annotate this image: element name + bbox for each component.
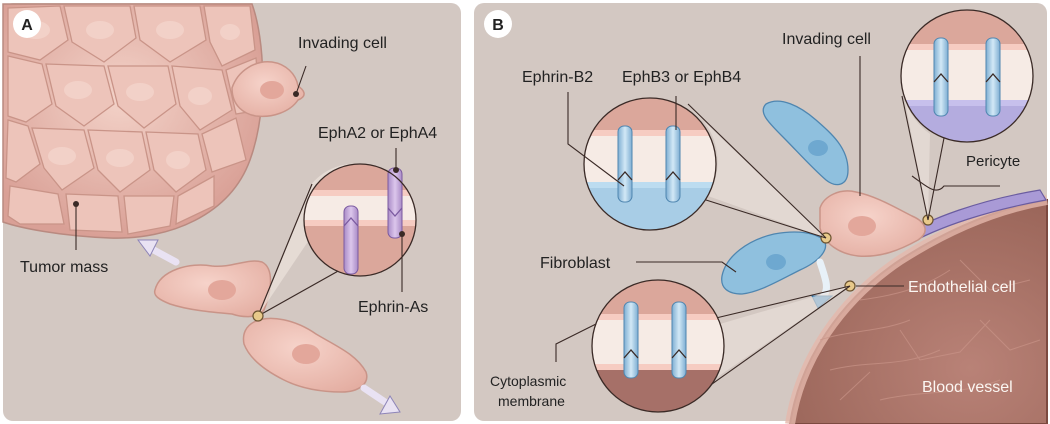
label-ephb: EphB3 or EphB4 bbox=[622, 69, 741, 86]
label-pericyte: Pericyte bbox=[966, 153, 1020, 170]
panel-b-letter: B bbox=[492, 17, 504, 34]
label-blood-vessel: Blood vessel bbox=[922, 379, 1013, 396]
label-cytoplasmic: Cytoplasmic bbox=[490, 373, 566, 389]
leader-pericyte bbox=[911, 175, 1000, 191]
contact-point-a bbox=[252, 310, 264, 322]
label-invading-cell-b: Invading cell bbox=[782, 31, 871, 48]
panel-a-letter-bg bbox=[13, 10, 41, 38]
label-ephrin-as: Ephrin-As bbox=[358, 299, 428, 316]
label-membrane: membrane bbox=[498, 393, 565, 409]
invading-cell-b-nucleus bbox=[848, 216, 876, 236]
zoom-circle-b2 bbox=[591, 279, 725, 413]
label-ephrin-b2: Ephrin-B2 bbox=[522, 69, 593, 86]
leader-invading-cell-a bbox=[295, 65, 307, 95]
invading-cell-nucleus bbox=[260, 81, 284, 99]
leader-fibroblast bbox=[636, 261, 737, 273]
migrating-cell-1-nucleus bbox=[208, 280, 236, 300]
panel-b: B Ephrin-B2 EphB3 or EphB4 Invading cell… bbox=[474, 3, 1048, 424]
label-invading-cell-a: Invading cell bbox=[298, 35, 387, 52]
pericyte bbox=[897, 189, 1047, 247]
panel-b-letter-bg bbox=[484, 10, 512, 38]
panel-a: A Invading cell EphA2 or EphA4 Tumor mas… bbox=[2, 3, 461, 421]
fibroblast-upper bbox=[762, 100, 849, 186]
leader-ephrin-b2 bbox=[567, 92, 625, 187]
blood-vessel bbox=[785, 189, 1048, 424]
leader-cytoplasmic-membrane bbox=[555, 323, 597, 362]
migration-arrow-right bbox=[360, 384, 401, 415]
label-fibroblast: Fibroblast bbox=[540, 255, 611, 272]
migration-arrow-left bbox=[137, 239, 180, 266]
migrating-cell-2-nucleus bbox=[292, 344, 320, 364]
tumor-mass bbox=[2, 3, 264, 239]
panel-a-letter: A bbox=[21, 17, 33, 34]
label-endothelial-cell: Endothelial cell bbox=[908, 279, 1016, 296]
label-tumor-mass: Tumor mass bbox=[20, 259, 108, 276]
label-epha: EphA2 or EphA4 bbox=[318, 125, 437, 142]
